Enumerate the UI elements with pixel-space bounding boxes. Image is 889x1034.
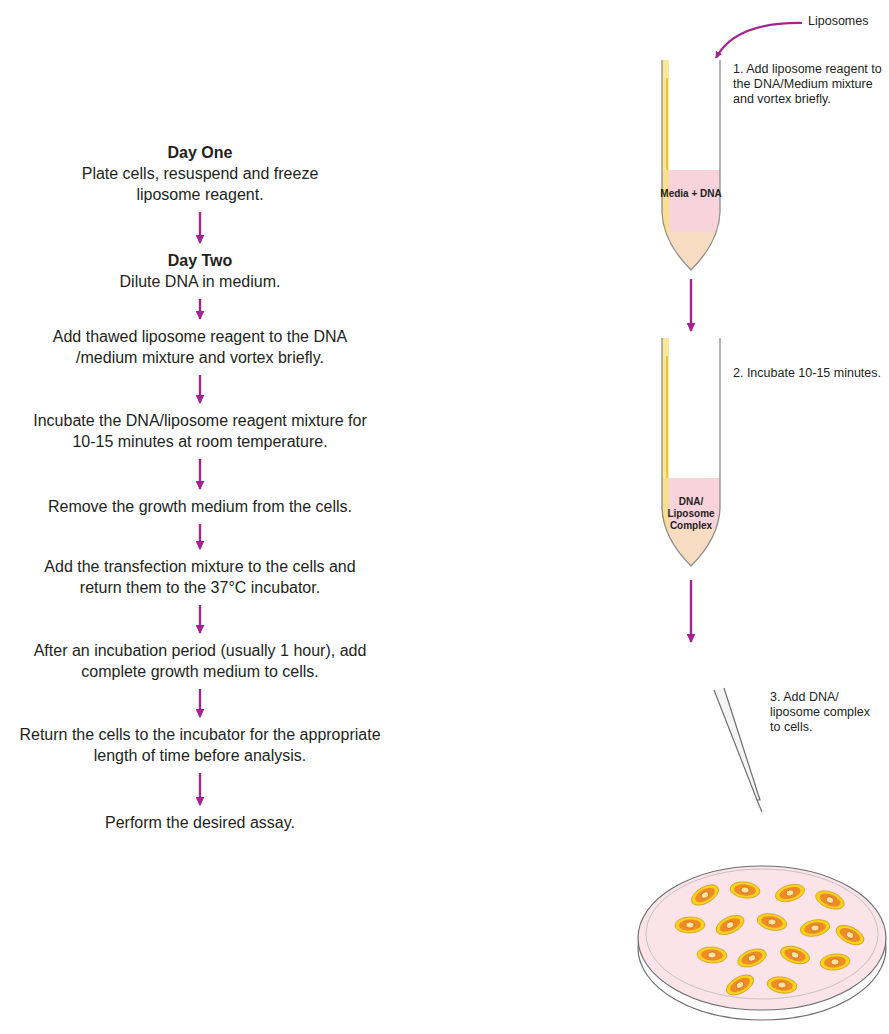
step-text: Add the transfection mixture to the cell…	[25, 556, 375, 598]
tube-outline	[660, 338, 722, 568]
step-text: After an incubation period (usually 1 ho…	[15, 640, 385, 682]
step-note: 2. Incubate 10-15 minutes.	[733, 366, 883, 381]
process-step: Remove the growth medium from the cells.	[25, 496, 375, 517]
test-tube: Media + DNA	[660, 60, 722, 272]
process-step: After an incubation period (usually 1 ho…	[15, 640, 385, 682]
culture-dish	[638, 866, 886, 1020]
flow-arrow	[199, 375, 201, 403]
step-text: Add thawed liposome reagent to the DNA /…	[35, 326, 365, 368]
step-text: Return the cells to the incubator for th…	[5, 724, 395, 766]
flow-arrow	[199, 689, 201, 717]
step-heading: Day One	[80, 142, 320, 163]
tube-label: Media + DNA	[660, 188, 722, 200]
step-text: Perform the desired assay.	[50, 812, 350, 833]
material-label: Liposomes	[808, 14, 886, 29]
pipette	[714, 688, 762, 812]
tube-outline	[660, 60, 722, 272]
step-text: Plate cells, resuspend and freeze liposo…	[80, 163, 320, 205]
flow-arrow	[199, 459, 201, 489]
flow-arrow	[199, 212, 201, 243]
pointer-arrow	[716, 23, 802, 58]
process-step: Perform the desired assay.	[50, 812, 350, 833]
process-step: Add the transfection mixture to the cell…	[25, 556, 375, 598]
process-step: Day OnePlate cells, resuspend and freeze…	[80, 142, 320, 205]
tube-label: DNA/ Liposome Complex	[660, 496, 722, 532]
step-text: Remove the growth medium from the cells.	[25, 496, 375, 517]
step-note: 3. Add DNA/ liposome complex to cells.	[770, 690, 880, 735]
step-heading: Day Two	[80, 250, 320, 271]
process-step: Add thawed liposome reagent to the DNA /…	[35, 326, 365, 368]
flow-arrow	[199, 605, 201, 633]
flow-arrow	[199, 524, 201, 549]
process-step: Day TwoDilute DNA in medium.	[80, 250, 320, 292]
process-step: Return the cells to the incubator for th…	[5, 724, 395, 766]
flow-arrow	[690, 279, 692, 331]
flow-arrow	[199, 773, 201, 805]
flow-arrow	[199, 299, 201, 319]
step-text: Dilute DNA in medium.	[80, 271, 320, 292]
step-note: 1. Add liposome reagent to the DNA/Mediu…	[733, 62, 883, 107]
flow-arrow	[690, 580, 692, 642]
test-tube: DNA/ Liposome Complex	[660, 338, 722, 568]
process-step: Incubate the DNA/liposome reagent mixtur…	[25, 410, 375, 452]
step-text: Incubate the DNA/liposome reagent mixtur…	[25, 410, 375, 452]
